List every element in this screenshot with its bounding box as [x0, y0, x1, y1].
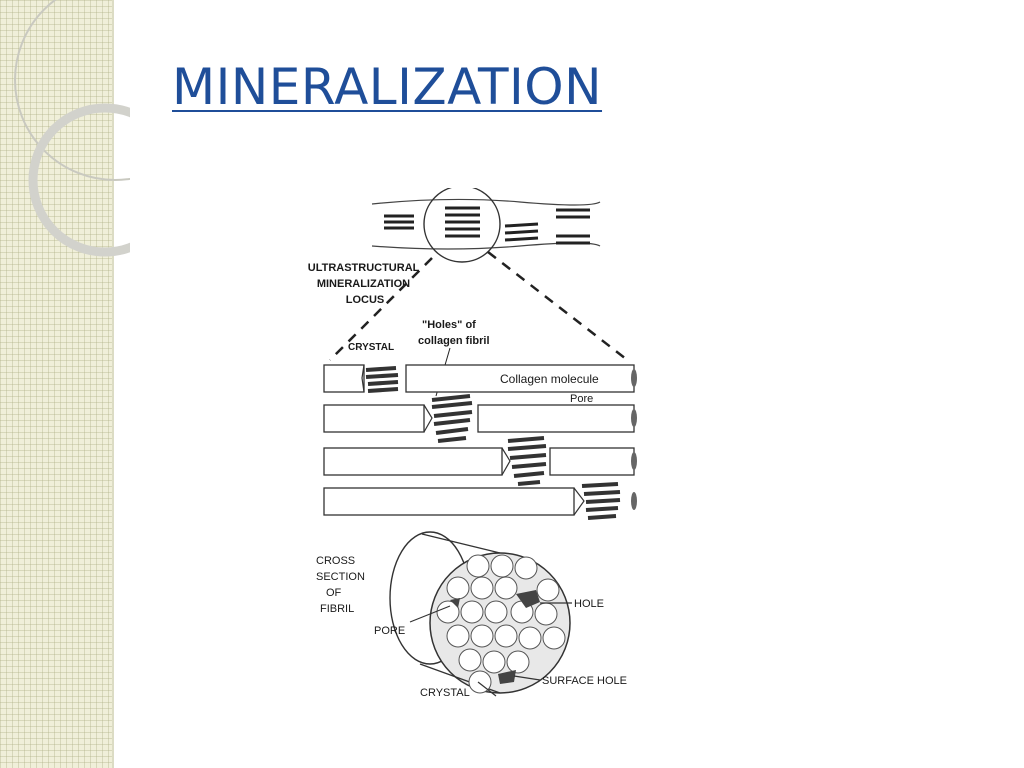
- crystal-label: CRYSTAL: [348, 342, 394, 353]
- collagen-molecule: [323, 487, 575, 516]
- locus-circle: [423, 188, 501, 263]
- crystal-stacks: [365, 366, 621, 520]
- collagen-molecule: [323, 364, 365, 393]
- collagen-molecule: [477, 404, 635, 433]
- cs-surface-hole-label: SURFACE HOLE: [542, 675, 627, 687]
- slide-title: MINERALIZATION: [172, 58, 603, 116]
- decorative-rings: [14, 0, 130, 257]
- holes-label: "Holes" of collagen fibril: [418, 319, 490, 347]
- cross-section-label: CROSS SECTION OF FIBRIL: [316, 555, 368, 615]
- pore-label: Pore: [570, 393, 593, 405]
- collagen-rows: [323, 364, 635, 516]
- mineralization-diagram: ULTRASTRUCTURAL MINERALIZATION LOCUS CRY…: [308, 188, 637, 699]
- cs-crystal-label: CRYSTAL: [420, 687, 470, 699]
- zoom-line-left: [329, 257, 433, 361]
- collagen-molecule: [323, 447, 503, 476]
- zoom-line-right: [487, 251, 631, 363]
- cs-hole-label: HOLE: [574, 598, 604, 610]
- collagen-molecule: [549, 447, 635, 476]
- fibril-overview: [371, 188, 601, 263]
- fibril-cross-section: [389, 531, 571, 694]
- locus-label: ULTRASTRUCTURAL MINERALIZATION LOCUS: [308, 262, 422, 306]
- collagen-molecule: [323, 404, 425, 433]
- outer-ring: [14, 0, 130, 181]
- inner-ring: [28, 103, 130, 257]
- collagen-label: Collagen molecule: [500, 372, 599, 386]
- cs-pore-label: PORE: [374, 625, 405, 637]
